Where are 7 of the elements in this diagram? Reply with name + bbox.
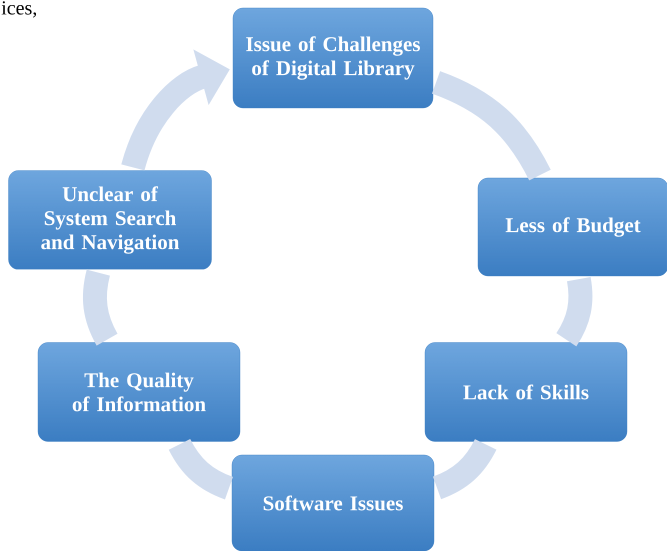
process-box: The Quality of Information	[38, 342, 240, 442]
process-box: Software Issues	[232, 454, 434, 551]
process-box: Unclear of System Search and Navigation	[8, 170, 212, 270]
process-box: Issue of Challenges of Digital Library	[232, 8, 434, 108]
process-box: Less of Budget	[478, 178, 667, 276]
process-box: Lack of Skills	[424, 342, 628, 442]
text-fragment: ices,	[2, 1, 36, 18]
